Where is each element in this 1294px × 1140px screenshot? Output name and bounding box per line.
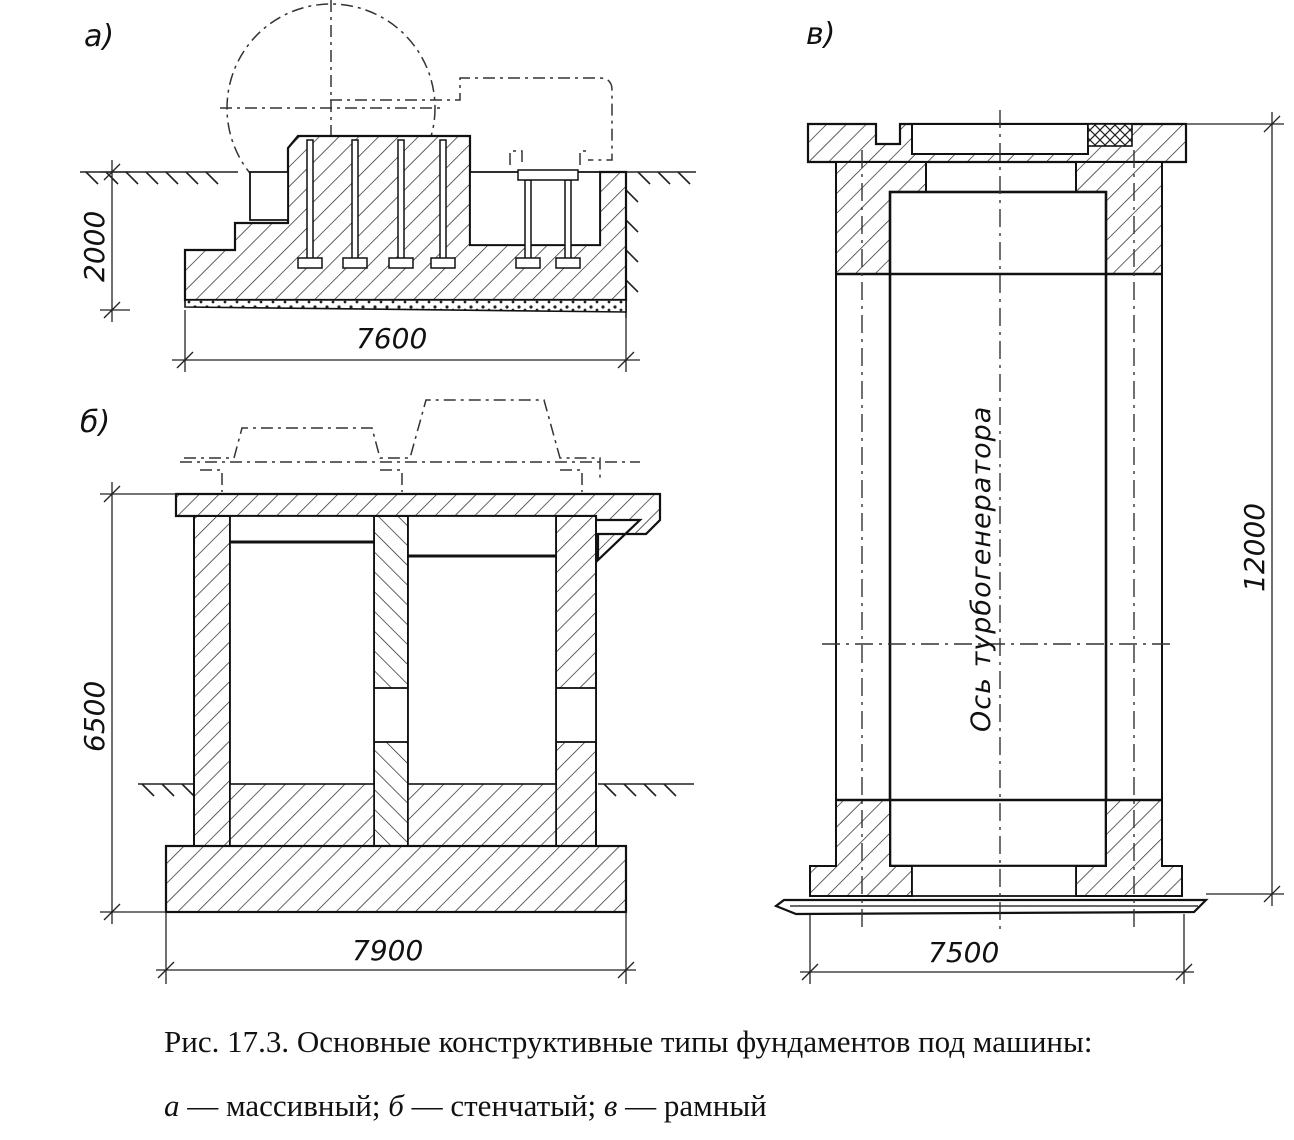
panel-a-anchor-bolts	[297, 139, 581, 269]
panel-b-wall-opening-2	[555, 687, 597, 743]
panel-b-height-dim: 6500	[78, 681, 111, 752]
panel-b-right-wall	[555, 515, 597, 847]
panel-a-label: а)	[84, 19, 114, 54]
panel-b-wall-opening-1	[373, 687, 409, 743]
caption-v-text: — рамный	[617, 1088, 767, 1123]
caption-v-letter: в	[603, 1088, 618, 1123]
caption-a-text: — массивный;	[179, 1088, 389, 1123]
caption-a-letter: а	[164, 1088, 180, 1123]
panel-v-cross-beam	[888, 190, 1108, 868]
panel-b-left-wall	[193, 515, 231, 847]
panel-v-right-column-base	[1075, 799, 1183, 897]
panel-a-machine-outline	[220, 0, 613, 215]
panel-v-dimension-lines	[800, 112, 1284, 984]
panel-v-left-column	[835, 273, 891, 801]
panel-a-base-layer	[184, 299, 627, 313]
panel-b-dimension-lines	[100, 482, 636, 984]
panel-a-width-dim: 7600	[356, 322, 427, 355]
panel-a-height-dim: 2000	[78, 211, 111, 282]
panel-b-wall-foundation: б)	[78, 399, 694, 984]
panel-v-label: в)	[806, 17, 835, 52]
panel-v-height-dim: 12000	[1238, 503, 1271, 592]
panel-a-right-pit	[469, 171, 601, 246]
panel-v-width-dim: 7500	[928, 936, 999, 969]
figure-caption-title: Рис. 17.3. Основные конструктивные типы …	[164, 1024, 1092, 1060]
panel-b-machine-outline	[180, 399, 640, 492]
panel-b-base-slab	[164, 844, 628, 914]
figure-caption-legend: а — массивный; б — стенчатый; в — рамный	[164, 1088, 767, 1124]
panel-a-pit	[249, 171, 289, 221]
panel-b-middle-wall	[373, 515, 409, 847]
caption-b-text: — стенчатый;	[403, 1088, 604, 1123]
panel-b-label: б)	[80, 405, 110, 440]
panel-v-axis-lines	[822, 110, 1176, 930]
caption-line-1: Рис. 17.3. Основные конструктивные типы …	[164, 1024, 1093, 1059]
panel-a-dimension-lines	[100, 160, 640, 372]
caption-b-letter: б	[388, 1088, 404, 1123]
panel-b-width-dim: 7900	[352, 934, 423, 967]
panel-v-axis-label: Ось турбогенератора	[966, 406, 997, 732]
foundation-types-figure: а)	[78, 0, 1284, 984]
panel-b-ground	[138, 783, 694, 797]
panel-v-frame-foundation: в) Ось турбогенератора	[773, 17, 1284, 984]
panel-a-massive-foundation: а)	[78, 0, 696, 372]
panel-v-base-plate	[773, 898, 1209, 916]
